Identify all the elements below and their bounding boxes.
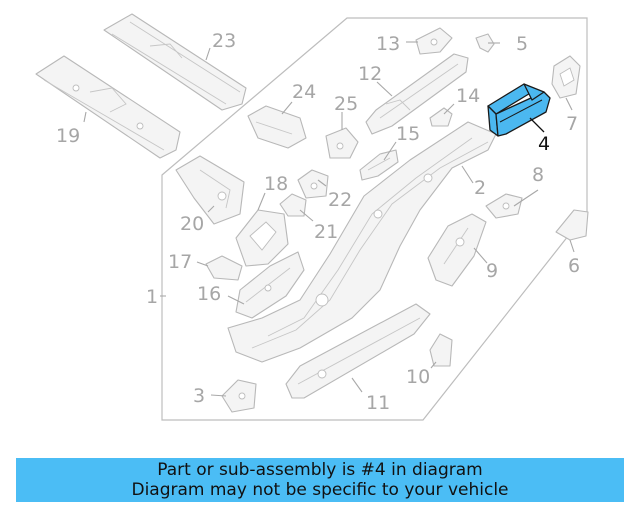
callout-4[interactable]: 4	[538, 133, 550, 155]
callout-17: 17	[168, 251, 192, 273]
leader-lines	[83, 41, 575, 397]
part-8-bracket	[485, 193, 523, 219]
callout-15: 15	[396, 123, 420, 145]
callout-14: 14	[456, 85, 480, 107]
part-15-bracket	[359, 149, 399, 181]
callout-3: 3	[193, 385, 205, 407]
part-6-bracket	[555, 209, 589, 241]
part-19-lower-rail	[35, 55, 181, 159]
callout-1: 1	[146, 286, 158, 308]
part-22-bracket	[297, 169, 329, 199]
callout-16: 16	[197, 283, 221, 305]
part-25-bracket	[325, 127, 359, 159]
part-17-bracket	[205, 255, 243, 281]
part-4-highlighted[interactable]	[487, 83, 551, 137]
callout-9: 9	[486, 260, 498, 282]
callout-19: 19	[56, 125, 80, 147]
callout-7: 7	[566, 113, 578, 135]
banner-line-part-number: Part or sub-assembly is #4 in diagram	[157, 460, 483, 480]
callout-13: 13	[376, 33, 400, 55]
part-3-bracket	[221, 379, 257, 413]
part-21-bracket	[279, 193, 307, 217]
callout-numbers: 1 2 3 4 5 6 7 8 9 10 11 12 13 14 15 16 1…	[56, 30, 580, 414]
callout-6: 6	[568, 255, 580, 277]
part-11-lower-member	[285, 303, 431, 399]
part-23-upper-rail	[103, 13, 247, 111]
part-18-panel	[235, 209, 289, 267]
callout-8: 8	[532, 164, 544, 186]
part-24-bracket	[247, 105, 307, 149]
info-banner: Part or sub-assembly is #4 in diagram Di…	[16, 458, 624, 502]
banner-line-disclaimer: Diagram may not be specific to your vehi…	[131, 480, 509, 500]
part-5-clip	[475, 33, 495, 53]
part-13-bracket	[415, 27, 453, 55]
callout-24: 24	[292, 81, 316, 103]
callout-5: 5	[516, 33, 528, 55]
callout-12: 12	[358, 63, 382, 85]
callout-18: 18	[264, 173, 288, 195]
callout-22: 22	[328, 189, 352, 211]
callout-21: 21	[314, 221, 338, 243]
parts-diagram: 1 2 3 4 5 6 7 8 9 10 11 12 13 14 15 16 1…	[35, 13, 589, 421]
part-2-side-member	[227, 121, 497, 363]
callout-23: 23	[212, 30, 236, 52]
part-12-reinforcement	[365, 53, 469, 135]
part-16-panel	[235, 251, 305, 319]
callout-11: 11	[366, 392, 390, 414]
callout-2: 2	[474, 177, 486, 199]
part-9-bracket	[427, 213, 487, 287]
callout-10: 10	[406, 366, 430, 388]
part-10-bracket	[429, 333, 453, 367]
part-20-bracket	[175, 155, 245, 225]
callout-25: 25	[334, 93, 358, 115]
part-14-bracket	[429, 107, 453, 127]
callout-20: 20	[180, 213, 204, 235]
part-7-bracket	[551, 55, 581, 99]
